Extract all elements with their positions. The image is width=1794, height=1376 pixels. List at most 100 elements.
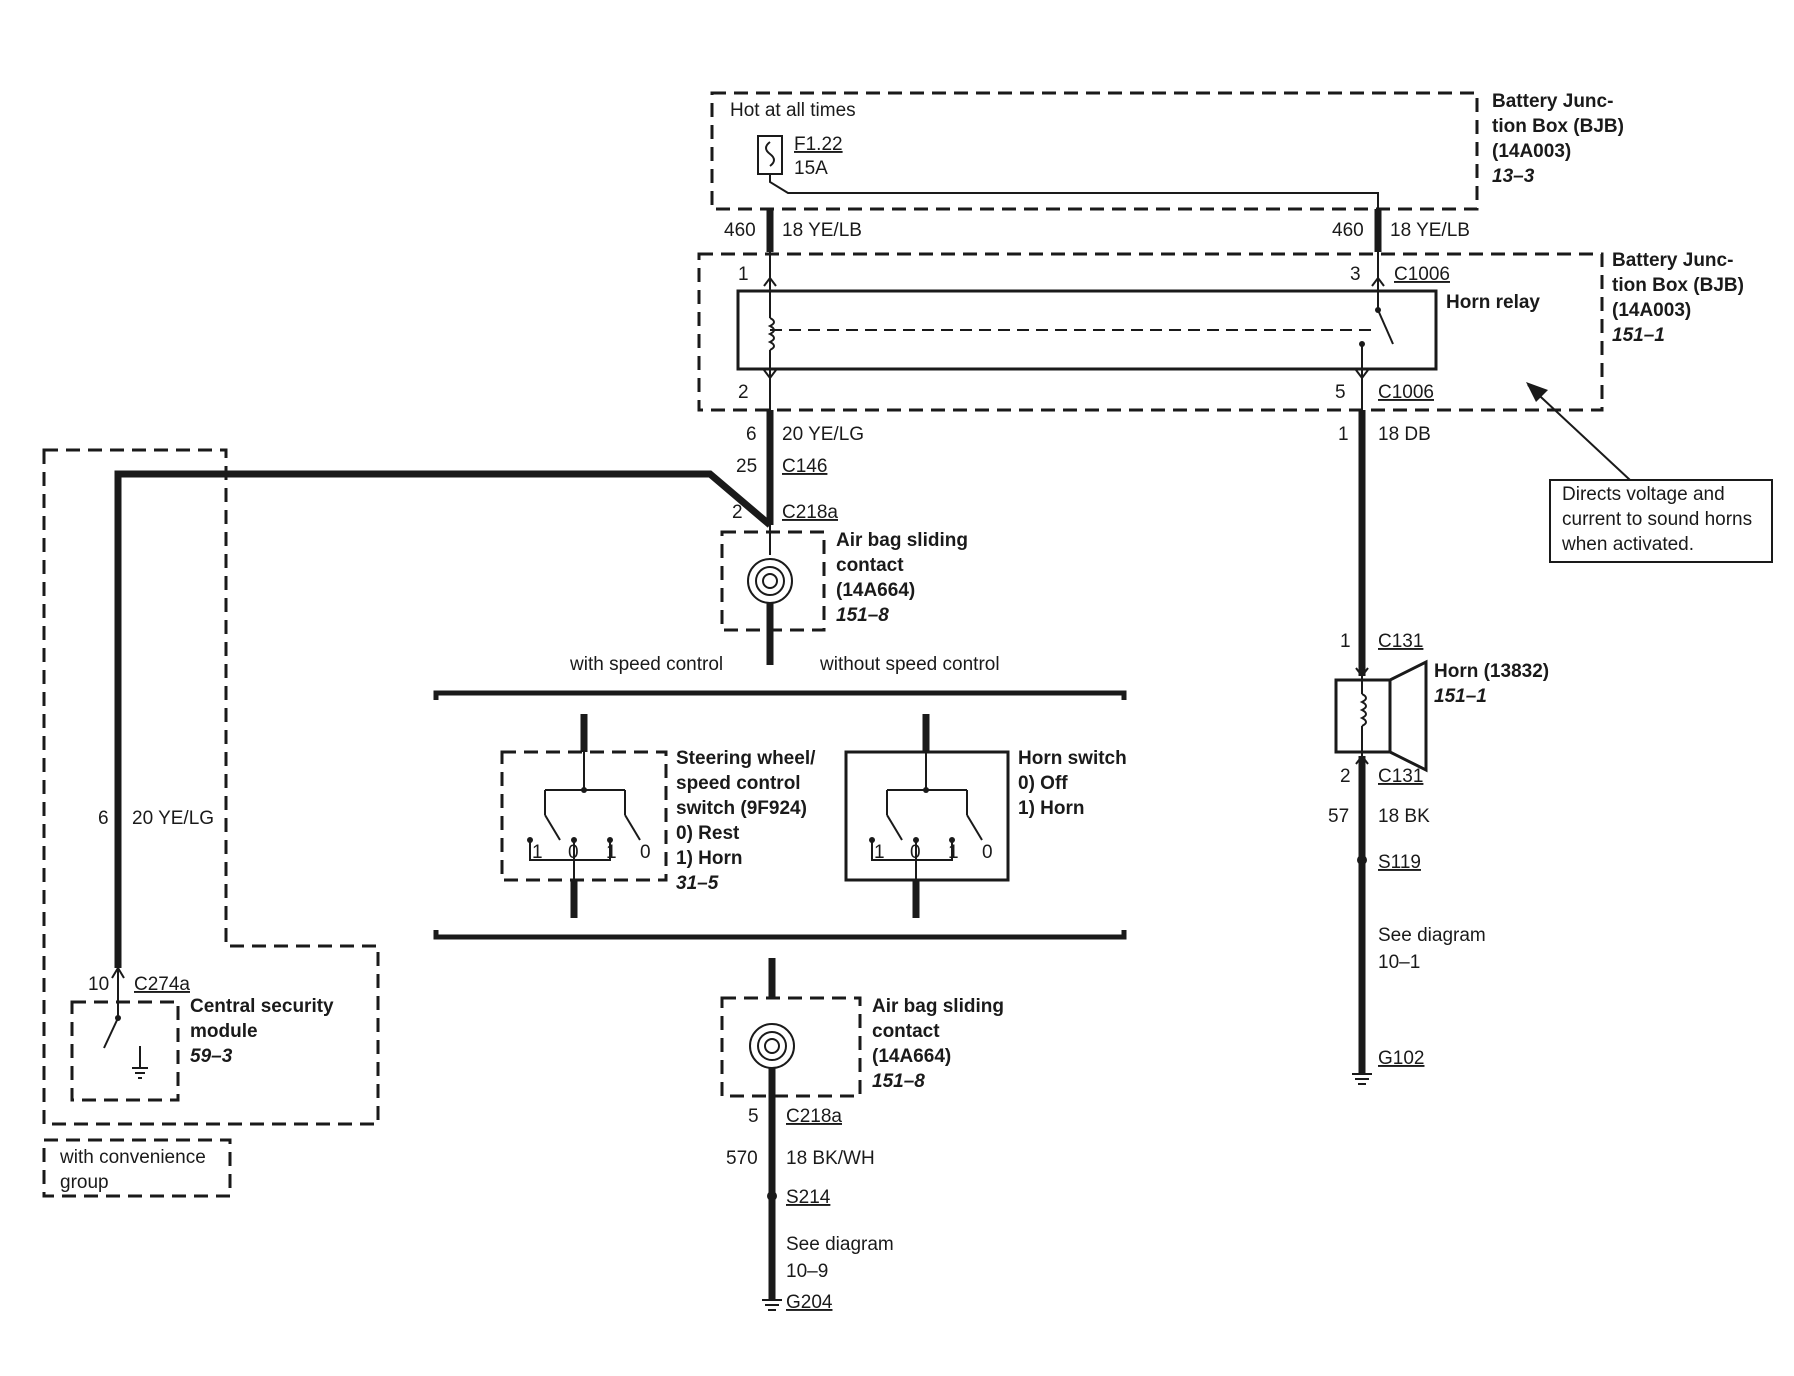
steering-wheel-switch (500, 750, 668, 882)
airbag-top-ref: 151–8 (836, 605, 889, 626)
relay-pin-2-arrow (763, 369, 777, 380)
convenience-group-region (42, 448, 380, 1126)
relay-connector-top: C1006 (1394, 264, 1450, 285)
csm-title-1: Central security (190, 996, 334, 1017)
s119-splice (1357, 855, 1367, 865)
bjb-top-ref: 13–3 (1492, 166, 1535, 187)
g102-ground-icon (1352, 1073, 1372, 1085)
relay-pin-1: 1 (738, 264, 749, 285)
wire-18db-label: 18 DB (1378, 424, 1431, 445)
steering-pos-d: 0 (640, 842, 651, 863)
relay-connector-bottom: C1006 (1378, 382, 1434, 403)
c131-top-pin: 1 (1340, 631, 1351, 652)
wire-460-right-label: 18 YE/LB (1390, 220, 1470, 241)
steering-switch-contacts-icon (527, 752, 641, 880)
wire-18bk-label: 18 BK (1378, 806, 1430, 827)
relay-pin-3: 3 (1350, 264, 1361, 285)
with-speed-control-label: with speed control (569, 654, 723, 675)
bjb-relay-part: (14A003) (1612, 300, 1691, 321)
fuse-icon (757, 135, 783, 175)
s214-label: S214 (786, 1187, 831, 1208)
c146-pin: 25 (736, 456, 757, 477)
see-diagram-right-2: 10–1 (1378, 952, 1420, 973)
clockspring-icon-bottom (749, 1023, 795, 1069)
horn-switch-pos-a: 1 (874, 842, 885, 863)
steering-switch-ref: 31–5 (676, 873, 719, 894)
s214-splice (767, 1191, 777, 1201)
s119-label: S119 (1378, 852, 1421, 873)
csm-title-2: module (190, 1021, 258, 1042)
steering-switch-title-3: switch (9F924) (676, 798, 807, 819)
clockspring-icon-top (747, 558, 793, 604)
csm-switch-icon (103, 1017, 119, 1049)
airbag-contact-bottom (720, 996, 862, 1098)
horn-ref: 151–1 (1434, 686, 1487, 707)
horn-relay-label: Horn relay (1446, 292, 1540, 313)
convenience-label-1: with convenience (59, 1147, 206, 1168)
bjb-fuse-box (710, 91, 1479, 211)
horn-icon (1334, 659, 1428, 773)
circuit-460-left: 460 (724, 220, 756, 241)
horn-switch-pos-b: 0 (910, 842, 921, 863)
convenience-group-box (42, 1138, 232, 1198)
airbag-top-part: (14A664) (836, 580, 915, 601)
airbag-bottom-ref: 151–8 (872, 1071, 925, 1092)
bjb-relay-ref: 151–1 (1612, 325, 1665, 346)
option-bracket-top (433, 690, 1127, 700)
csm-switch-pivot (115, 1015, 121, 1021)
circuit-6-center: 6 (746, 424, 757, 445)
horn-relay (736, 289, 1438, 371)
option-bracket-bottom (433, 930, 1127, 940)
bjb-top-title-1: Battery Junc- (1492, 91, 1613, 112)
fuse-id: F1.22 (794, 134, 843, 155)
wire-6-left-label: 20 YE/LG (132, 808, 214, 829)
g204-ground-icon (762, 1299, 782, 1311)
c146-label: C146 (782, 456, 827, 477)
airbag-bottom-part: (14A664) (872, 1046, 951, 1067)
airbag-top-title-2: contact (836, 555, 904, 576)
airbag-bottom-title-2: contact (872, 1021, 940, 1042)
see-diagram-right-1: See diagram (1378, 925, 1486, 946)
wire-570-label: 18 BK/WH (786, 1148, 875, 1169)
relay-pin-5-arrow (1355, 369, 1369, 380)
callout-line-3: when activated. (1561, 534, 1694, 555)
c218a-top-pin: 2 (732, 502, 743, 523)
horn-switch-state-0: 0) Off (1018, 773, 1068, 794)
wire-460-left-label: 18 YE/LB (782, 220, 862, 241)
steering-pos-a: 1 (532, 842, 543, 863)
wire-6-center-label: 20 YE/LG (782, 424, 864, 445)
csm-ground-icon (132, 1046, 148, 1079)
callout-line-2: current to sound horns (1562, 509, 1752, 530)
horn-switch-state-1: 1) Horn (1018, 798, 1085, 819)
c131-bottom-label: C131 (1378, 766, 1423, 787)
c131-top-label: C131 (1378, 631, 1423, 652)
relay-pin-1-arrow (763, 276, 777, 287)
steering-switch-title-1: Steering wheel/ (676, 748, 816, 769)
c274a-pin: 10 (88, 974, 109, 995)
relay-pin-2: 2 (738, 382, 749, 403)
bjb-top-part: (14A003) (1492, 141, 1571, 162)
relay-pin-3-arrow (1371, 276, 1385, 287)
see-diagram-bottom-2: 10–9 (786, 1261, 828, 1282)
g204-label: G204 (786, 1292, 833, 1313)
see-diagram-bottom-1: See diagram (786, 1234, 894, 1255)
steering-switch-title-2: speed control (676, 773, 801, 794)
circuit-460-right: 460 (1332, 220, 1364, 241)
horn-title: Horn (13832) (1434, 661, 1549, 682)
steering-pos-c: 1 (606, 842, 617, 863)
c218a-bottom-label: C218a (786, 1106, 842, 1127)
fuse-rating: 15A (794, 158, 828, 179)
horn-switch-pos-c: 1 (948, 842, 959, 863)
airbag-bottom-title-1: Air bag sliding (872, 996, 1004, 1017)
bjb-relay-title-2: tion Box (BJB) (1612, 275, 1744, 296)
bjb-relay-title-1: Battery Junc- (1612, 250, 1733, 271)
fuse-output-wire (769, 174, 1379, 218)
c218a-top-label: C218a (782, 502, 838, 523)
central-security-module (70, 1000, 180, 1102)
bjb-top-title-2: tion Box (BJB) (1492, 116, 1624, 137)
c218a-bottom-pin: 5 (748, 1106, 759, 1127)
c274a-label: C274a (134, 974, 190, 995)
convenience-label-2: group (60, 1172, 109, 1193)
horn-switch-pos-d: 0 (982, 842, 993, 863)
